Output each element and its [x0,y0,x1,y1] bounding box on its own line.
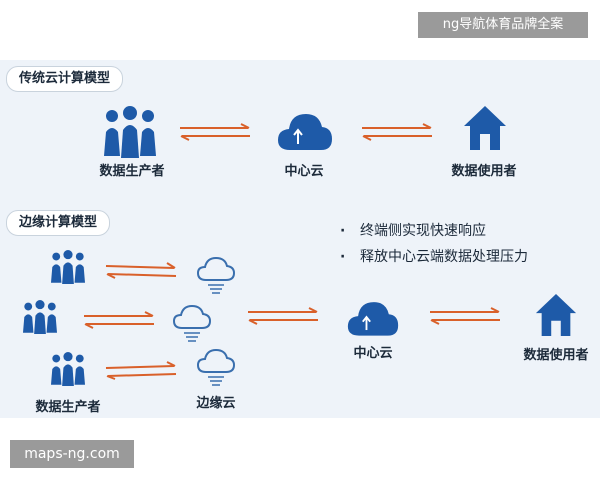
cloud-upload-icon [347,302,399,336]
cloud-outline-icon [196,256,236,294]
watermark-bottom: maps-ng.com [10,440,134,468]
traditional-producer-label: 数据生产者 [99,164,165,179]
edge-benefit-1: 终端侧实现快速响应 [340,218,528,244]
traditional-arrows-right [362,123,432,141]
center-to-consumer-arrows [430,307,500,325]
people-group-icon [23,300,57,334]
edge-center-label: 中心云 [353,346,393,361]
edge-cloud-label: 边缘云 [196,396,236,411]
edge-arrows-middle [84,311,154,329]
edge-arrows-top [105,262,177,279]
edge-arrows-bottom [105,361,177,380]
edge-to-center-arrows [248,307,318,325]
people-group-icon [51,250,85,284]
edge-benefits-list: 终端侧实现快速响应 释放中心云端数据处理压力 [340,218,528,270]
traditional-center-label: 中心云 [284,164,324,179]
edge-producer-label: 数据生产者 [35,400,101,415]
cloud-outline-icon [172,304,212,342]
cloud-upload-icon [278,114,332,150]
edge-consumer-label: 数据使用者 [523,348,589,363]
people-group-icon [51,352,85,386]
traditional-model-title: 传统云计算模型 [6,66,124,92]
house-icon [535,293,577,337]
traditional-arrows-left [180,123,250,141]
cloud-outline-icon [196,348,236,386]
watermark-top: ng导航体育品牌全案 [418,12,588,38]
edge-model-title: 边缘计算模型 [6,210,111,236]
people-group-icon [104,106,156,158]
traditional-consumer-label: 数据使用者 [451,164,517,179]
edge-benefit-2: 释放中心云端数据处理压力 [340,244,528,270]
house-icon [464,106,506,150]
